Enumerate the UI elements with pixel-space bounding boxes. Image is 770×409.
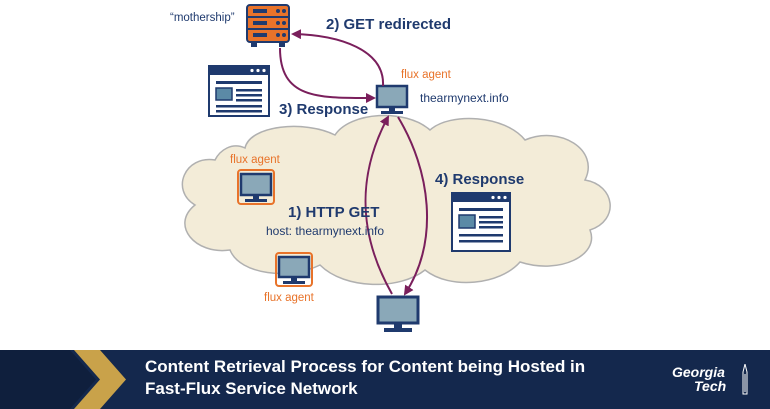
client-computer-icon	[376, 295, 420, 332]
step2-label: 2) GET redirected	[326, 16, 451, 33]
arrow-get-redirected	[291, 29, 385, 87]
flux-agent-top-computer-icon	[375, 84, 409, 114]
step3-label: 3) Response	[279, 101, 368, 118]
diagram-canvas: “mothership” 2) GET redirected flux agen…	[170, 4, 611, 332]
step4-label: 4) Response	[435, 171, 524, 188]
arrows	[279, 29, 428, 296]
arrow-http-get	[364, 115, 393, 295]
logo-line1: Georgia	[672, 364, 725, 380]
flux-agent-bottom-label: flux agent	[264, 292, 315, 304]
flux-agent-left-computer-icon	[237, 169, 275, 205]
arrow-response-3	[279, 47, 376, 104]
slide-title: Content Retrieval Process for Content be…	[145, 356, 665, 400]
flux-agent-left-label: flux agent	[230, 154, 281, 166]
flux-agent-top-label: flux agent	[401, 69, 452, 81]
footer-banner: Content Retrieval Process for Content be…	[0, 350, 770, 409]
slide-title-line1: Content Retrieval Process for Content be…	[145, 357, 586, 376]
mothership-server-icon	[246, 4, 290, 47]
slide-title-line2: Fast-Flux Service Network	[145, 379, 358, 398]
chevron-decoration-icon	[0, 350, 126, 409]
tower-icon	[742, 364, 748, 395]
arrow-response-4	[397, 116, 428, 296]
webpage-top-icon	[208, 65, 270, 117]
flux-agent-bottom-computer-icon	[275, 252, 313, 287]
domain-label: thearmynext.info	[420, 91, 509, 105]
georgia-tech-logo: Georgia Tech	[668, 364, 760, 400]
mothership-label: “mothership”	[170, 12, 235, 24]
webpage-right-icon	[451, 192, 511, 252]
logo-line2: Tech	[694, 378, 727, 394]
host-label: host: thearmynext.info	[266, 224, 384, 238]
step1-label: 1) HTTP GET	[288, 204, 379, 221]
